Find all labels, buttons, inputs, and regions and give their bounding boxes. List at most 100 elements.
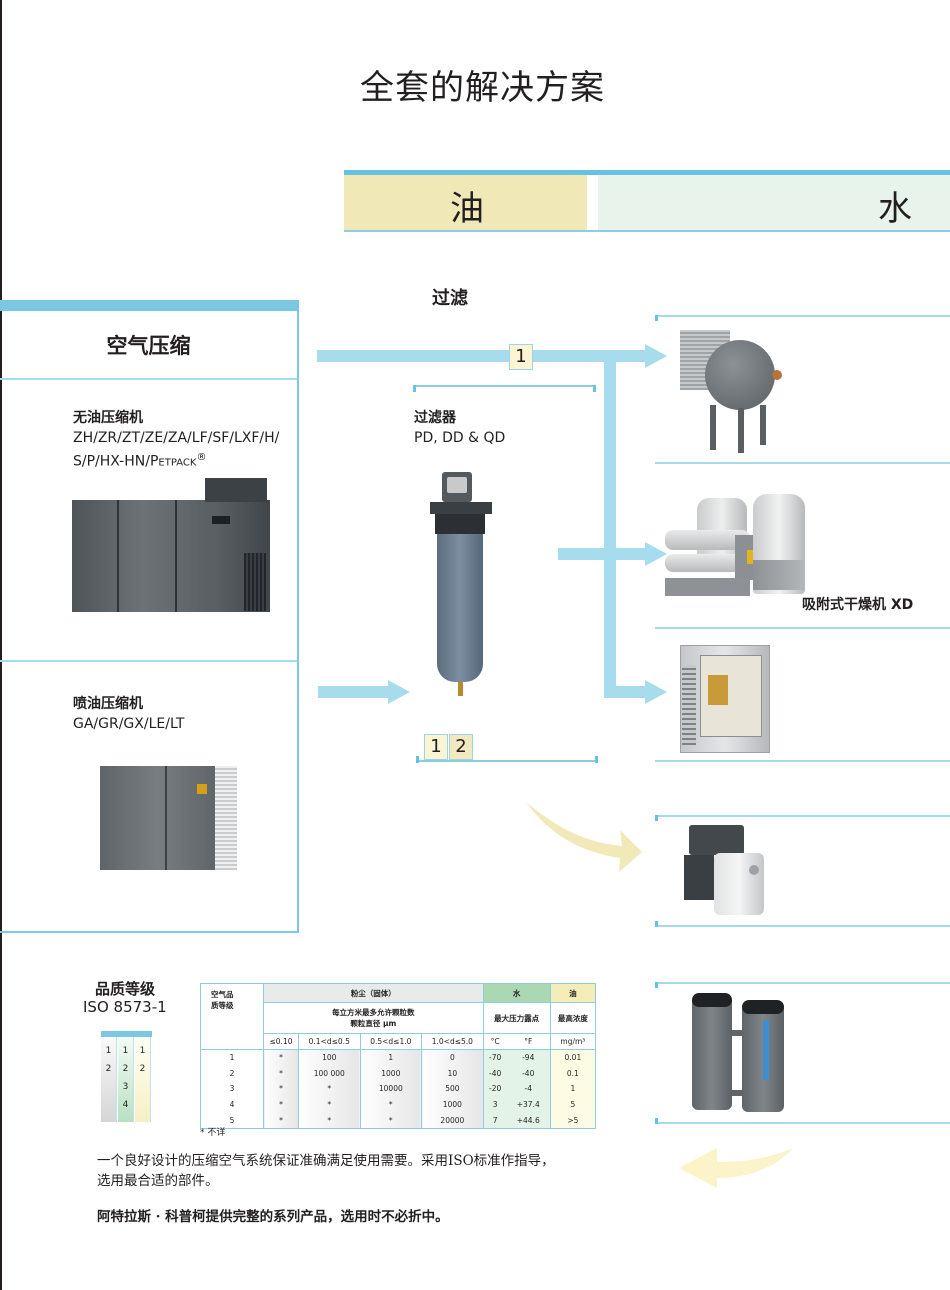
arrowhead (388, 680, 410, 704)
table-cell-oil: 0.01 (549, 1049, 597, 1066)
table-cell-d2: * (297, 1096, 361, 1113)
table-cell-c: -20 (482, 1081, 507, 1097)
table-cell-d3: 10000 (359, 1081, 423, 1097)
mini-cell: 2 (139, 1064, 146, 1074)
mini-cell: 2 (122, 1064, 129, 1074)
table-cell-c: 3 (482, 1096, 507, 1113)
table-cell-c: -40 (482, 1065, 507, 1082)
water-subheader: 最大压力露点 (482, 1002, 551, 1034)
filtration-heading: 过滤 (432, 288, 468, 309)
air-compression-border (297, 311, 299, 933)
table-cell-d4: 1000 (421, 1096, 484, 1113)
mini-col-water: 1 2 3 4 (118, 1037, 134, 1122)
panel-line (655, 925, 950, 927)
dust-header: 粉尘（固体） (263, 983, 484, 1003)
paragraph-line: 一个良好设计的压缩空气系统保证准确满足使用需要。采用ISO标准作指导， (97, 1153, 555, 1169)
table-cell-d1: * (263, 1112, 299, 1129)
panel-line (655, 1122, 950, 1124)
arrowhead (645, 542, 667, 566)
panel-line (655, 982, 950, 984)
air-compression-top-bar (0, 300, 299, 311)
table-cell-class: 5 (200, 1112, 264, 1129)
table-cell-d1: * (263, 1096, 299, 1113)
table-cell-d3: * (359, 1112, 423, 1129)
table-cell-d3: 1 (359, 1049, 423, 1066)
mini-table-header (101, 1031, 152, 1037)
mini-cell: 1 (105, 1046, 112, 1056)
table-cell-class: 3 (200, 1081, 264, 1097)
quality-mini-table: 1 2 1 2 3 4 1 2 (101, 1031, 152, 1122)
oil-injected-compressor-models: GA/GR/GX/LE/LT (73, 716, 185, 732)
table-cell-d2: 100 000 (297, 1065, 361, 1082)
dust-subheader-line: 每立方米最多允许颗粒数 (332, 1008, 415, 1017)
summary-paragraph: 阿特拉斯 · 科普柯提供完整的系列产品，选用时不必折中。 (97, 1209, 449, 1225)
quality-standard: ISO 8573-1 (83, 998, 167, 1016)
models-prefix: S/P/HX-HN/P (73, 453, 159, 470)
air-compression-heading: 空气压缩 (106, 334, 191, 358)
table-cell-d2: 100 (297, 1049, 361, 1066)
panel-line (655, 760, 950, 762)
table-cell-f: -94 (506, 1049, 551, 1066)
filter-name: 过滤器 (414, 410, 456, 426)
oil-water-separator-image (690, 990, 790, 1115)
bracket-tick (413, 385, 416, 392)
filter-image (425, 472, 495, 702)
flow-distributor-vertical (604, 362, 616, 698)
unit-cell: mg/m³ (549, 1033, 597, 1050)
oil-free-compressor-models: ZH/ZR/ZT/ZE/ZA/LF/SF/LXF/H/ S/P/HX-HN/PE… (73, 428, 279, 474)
oil-subheader: 最高浓度 (549, 1002, 597, 1034)
panel-tick (655, 815, 658, 821)
panel-line (655, 627, 950, 629)
oil-injected-compressor-image (97, 758, 247, 870)
page-title: 全套的解决方案 (360, 68, 605, 108)
band-oil (344, 175, 587, 230)
table-cell-f: +37.4 (506, 1096, 551, 1113)
bracket-tick (416, 756, 419, 763)
table-cell-d2: * (297, 1081, 361, 1097)
table-cell-d2: * (297, 1112, 361, 1129)
table-cell-c: -70 (482, 1049, 507, 1066)
table-cell-oil: 5 (549, 1096, 597, 1113)
intro-paragraph: 一个良好设计的压缩空气系统保证准确满足使用需要。采用ISO标准作指导， 选用最合… (97, 1151, 555, 1191)
quality-title: 品质等级 (95, 980, 156, 998)
unit-cell: °C (482, 1033, 507, 1050)
table-footnote: * 不详 (200, 1128, 226, 1138)
filter-models: PD, DD & QD (414, 430, 506, 446)
paragraph-line: 选用最合适的部件。 (97, 1173, 219, 1189)
divider (0, 378, 297, 380)
band-oil-label: 油 (450, 189, 484, 229)
mini-cell: 1 (139, 1046, 146, 1056)
flow-arrow-into-filter (318, 686, 388, 698)
panel-tick (655, 1118, 658, 1124)
models-line2: S/P/HX-HN/PETPACK® (73, 448, 279, 474)
mini-col-oil: 1 2 (135, 1037, 151, 1122)
panel-tick (655, 921, 658, 927)
table-cell-d4: 20000 (421, 1112, 484, 1129)
panel-line (655, 315, 950, 317)
flow-arrow-main (317, 350, 647, 362)
arrowhead (645, 680, 667, 704)
table-cell-class: 1 (200, 1049, 264, 1066)
adsorption-dryer-image (665, 490, 810, 605)
panel-line (655, 815, 950, 817)
mini-cell: 2 (105, 1064, 112, 1074)
unit-cell: 1.0<d≤5.0 (421, 1033, 484, 1050)
filter-bracket-bottom (418, 760, 598, 762)
curved-arrow-left (679, 1148, 793, 1188)
table-cell-d4: 500 (421, 1081, 484, 1097)
table-cell-d4: 0 (421, 1049, 484, 1066)
oil-injected-compressor-name: 喷油压缩机 (73, 696, 143, 712)
unit-cell: 0.5<d≤1.0 (359, 1033, 423, 1050)
table-cell-d3: * (359, 1096, 423, 1113)
table-cell-d1: * (263, 1049, 299, 1066)
page-left-border (0, 0, 2, 1290)
panel-line (655, 462, 950, 464)
flow-arrow-mid (558, 548, 648, 560)
table-cell-oil: >5 (549, 1112, 597, 1129)
table-cell-d1: * (263, 1065, 299, 1082)
